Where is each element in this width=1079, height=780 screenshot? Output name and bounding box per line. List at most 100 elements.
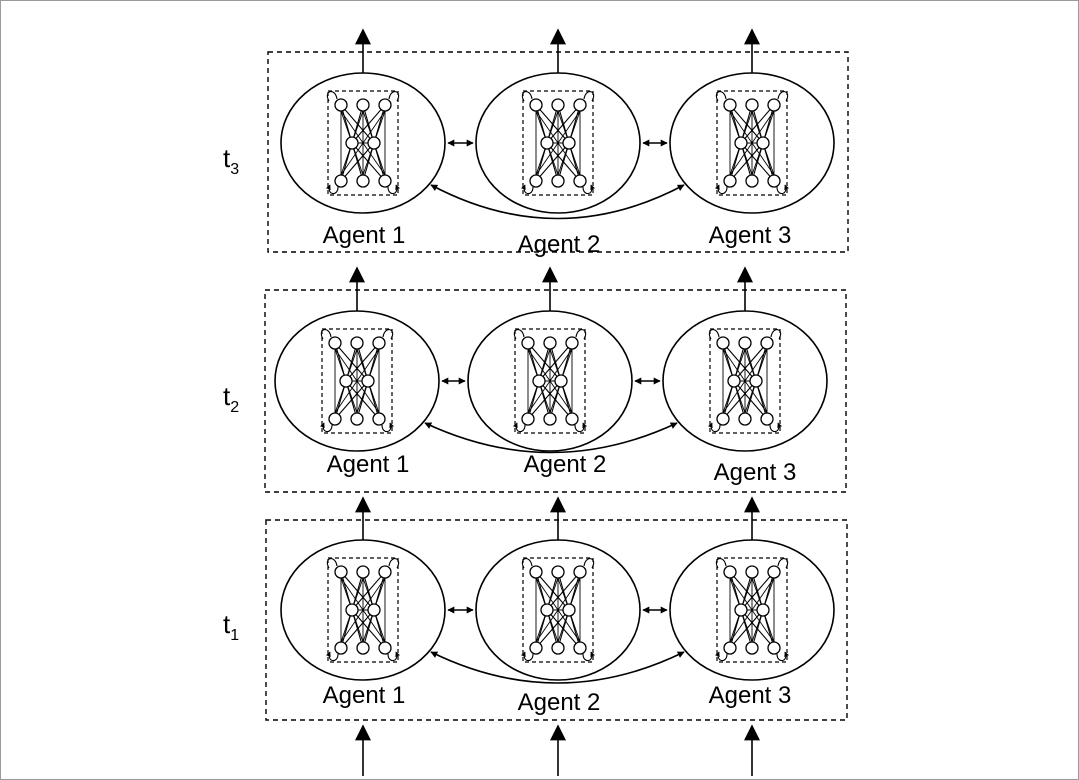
network-node: [350, 412, 364, 426]
time-step-label: t2: [223, 381, 239, 416]
network-box: [514, 328, 586, 434]
neural-network: [715, 557, 789, 663]
network-node: [745, 98, 759, 112]
network-node: [562, 136, 576, 150]
network-box: [709, 328, 781, 434]
recurrent-loop: [326, 91, 338, 102]
network-edge: [740, 571, 775, 611]
network-box: [321, 328, 393, 434]
recurrent-loop: [715, 651, 728, 662]
network-box: [716, 90, 788, 196]
agent-label: Agent 3: [709, 222, 792, 249]
network-node: [767, 98, 781, 112]
recurrent-loop: [777, 558, 789, 569]
recurrent-loop: [388, 91, 400, 102]
network-node: [738, 336, 752, 350]
network-node: [551, 98, 565, 112]
network-node: [521, 412, 535, 426]
recurrent-loop: [708, 422, 721, 433]
network-edge: [740, 609, 775, 649]
long-link-arrow: [424, 422, 678, 454]
network-node: [760, 336, 774, 350]
long-link-arrow: [430, 184, 685, 220]
agent-1: Agent 1: [280, 539, 446, 709]
time-step-subscript: 1: [230, 627, 239, 644]
network-node: [543, 412, 557, 426]
recurrent-loop: [320, 422, 333, 433]
time-step-3: t3 Agent 1 Agent 2 Agent 3: [223, 28, 849, 258]
network-node: [356, 98, 370, 112]
network-node: [573, 174, 587, 188]
agent-1: Agent 1: [280, 72, 446, 249]
network-node: [573, 98, 587, 112]
network-node: [543, 336, 557, 350]
network-node: [767, 565, 781, 579]
agent-3: Agent 3: [662, 310, 828, 486]
time-step-base: t: [223, 143, 231, 173]
recurrent-loop: [715, 91, 727, 102]
agent-label: Agent 2: [518, 231, 601, 258]
network-box: [327, 90, 399, 196]
time-step-subscript: 3: [230, 161, 239, 178]
network-node: [532, 374, 546, 388]
neural-network: [326, 90, 400, 196]
agent-2: Agent 2: [467, 310, 633, 478]
network-node: [361, 374, 375, 388]
network-node: [738, 412, 752, 426]
time-step-subscript: 2: [230, 399, 239, 416]
time-step-label: t3: [223, 143, 239, 178]
time-step-box: [265, 519, 848, 721]
network-edge: [538, 380, 573, 420]
agent-label: Agent 2: [524, 451, 607, 478]
neural-network: [521, 90, 595, 196]
time-step-box: [264, 289, 847, 493]
network-node: [529, 174, 543, 188]
neural-network: [715, 90, 789, 196]
network-node: [334, 565, 348, 579]
network-edge: [351, 609, 386, 649]
recurrent-loop: [521, 91, 533, 102]
network-box: [327, 557, 399, 663]
agent-2: Agent 2: [475, 72, 641, 258]
network-node: [723, 565, 737, 579]
network-node: [356, 565, 370, 579]
network-node: [716, 336, 730, 350]
network-node: [356, 641, 370, 655]
time-step-base: t: [223, 381, 231, 411]
network-edge: [345, 380, 380, 420]
network-edge: [351, 142, 386, 182]
agent-1: Agent 1: [274, 310, 440, 478]
time-step-2: t2 Agent 1 Agent 2 Agent 3: [223, 266, 847, 493]
network-node: [529, 641, 543, 655]
network-edge: [546, 609, 581, 649]
network-box: [522, 557, 594, 663]
recurrent-loop: [381, 422, 394, 433]
recurrent-loop: [521, 558, 533, 569]
network-node: [339, 374, 353, 388]
network-node: [529, 565, 543, 579]
network-node: [356, 174, 370, 188]
network-node: [573, 565, 587, 579]
network-node: [723, 174, 737, 188]
recurrent-loop: [388, 558, 400, 569]
network-node: [540, 136, 554, 150]
network-node: [378, 565, 392, 579]
network-node: [350, 336, 364, 350]
recurrent-loop: [513, 329, 525, 340]
agent-label: Agent 2: [518, 689, 601, 716]
network-edge: [546, 104, 581, 144]
long-link-arrow: [430, 651, 685, 684]
recurrent-loop: [326, 184, 339, 195]
recurrent-loop: [708, 329, 720, 340]
network-node: [723, 641, 737, 655]
network-node: [749, 374, 763, 388]
recurrent-loop: [320, 329, 332, 340]
network-node: [345, 136, 359, 150]
recurrent-loop: [776, 651, 789, 662]
recurrent-loop: [387, 651, 400, 662]
recurrent-loop: [387, 184, 400, 195]
network-node: [367, 136, 381, 150]
network-node: [756, 136, 770, 150]
agent-label: Agent 3: [709, 682, 792, 709]
recurrent-loop: [769, 422, 782, 433]
